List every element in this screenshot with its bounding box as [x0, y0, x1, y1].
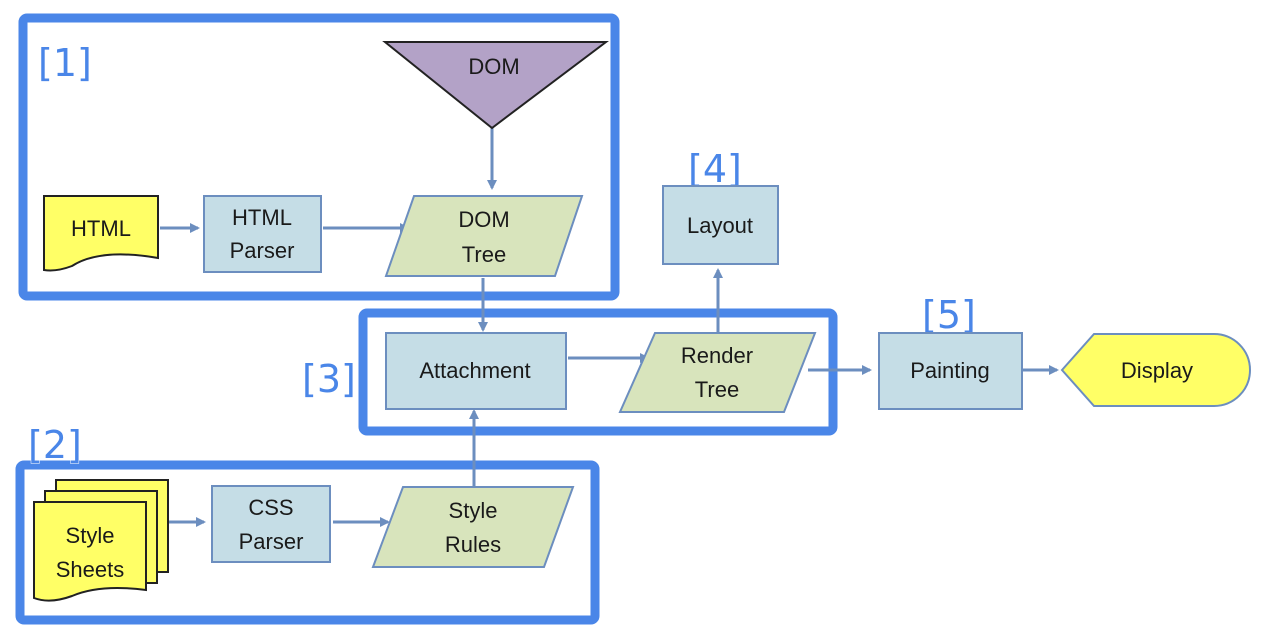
attachment-box [385, 332, 567, 410]
dom-tree-node: DOM Tree [384, 195, 584, 277]
attachment-label: Attachment [419, 358, 530, 383]
display-shape [1060, 333, 1251, 407]
layout-box [662, 185, 779, 265]
dom-tree-shape [384, 195, 584, 277]
dom-tree-label-line2: Tree [462, 242, 506, 267]
dom-node: DOM [382, 41, 609, 130]
html-label: HTML [71, 216, 131, 241]
layout-label: Layout [687, 213, 753, 238]
attachment-node: Attachment [385, 332, 567, 410]
render-tree-label-line2: Tree [695, 377, 739, 402]
html-parser-node: HTML Parser [203, 195, 322, 273]
html-node: HTML [43, 195, 159, 272]
painting-label: Painting [910, 358, 990, 383]
style-sheets-label-line1: Style [66, 523, 115, 548]
render-tree-node: Render Tree [618, 332, 817, 413]
display-node: Display [1060, 333, 1251, 407]
style-rules-label-line2: Rules [445, 532, 501, 557]
dom-shape [382, 41, 609, 130]
dom-tree-label-line1: DOM [458, 207, 509, 232]
css-parser-node: CSS Parser [211, 485, 331, 563]
style-sheets-front-page [33, 501, 147, 602]
css-parser-label-line1: CSS [248, 495, 293, 520]
html-parser-label-line2: Parser [230, 238, 295, 263]
dom-label: DOM [468, 54, 519, 79]
css-parser-box [211, 485, 331, 563]
style-rules-node: Style Rules [371, 486, 575, 568]
style-rules-shape [371, 486, 575, 568]
painting-node: Painting [878, 332, 1023, 410]
css-parser-label-line2: Parser [239, 529, 304, 554]
display-label: Display [1121, 358, 1193, 383]
html-document-shape [43, 195, 159, 272]
stage-label-2: [2] [28, 423, 82, 467]
group-box-2 [15, 460, 600, 625]
stage-label-4: [4] [688, 147, 742, 191]
stage-label-5: [5] [922, 293, 976, 337]
group-box-3 [358, 308, 838, 436]
stage-label-1: [1] [38, 41, 92, 85]
group-box-1 [18, 13, 620, 301]
html-parser-label-line1: HTML [232, 205, 292, 230]
style-sheets-node: Style Sheets [33, 479, 169, 602]
render-tree-shape [618, 332, 817, 413]
style-sheets-label-line2: Sheets [56, 557, 125, 582]
html-parser-box [203, 195, 322, 273]
style-rules-label-line1: Style [449, 498, 498, 523]
painting-box [878, 332, 1023, 410]
render-tree-label-line1: Render [681, 343, 753, 368]
stage-label-3: [3] [302, 357, 356, 401]
layout-node: Layout [662, 185, 779, 265]
